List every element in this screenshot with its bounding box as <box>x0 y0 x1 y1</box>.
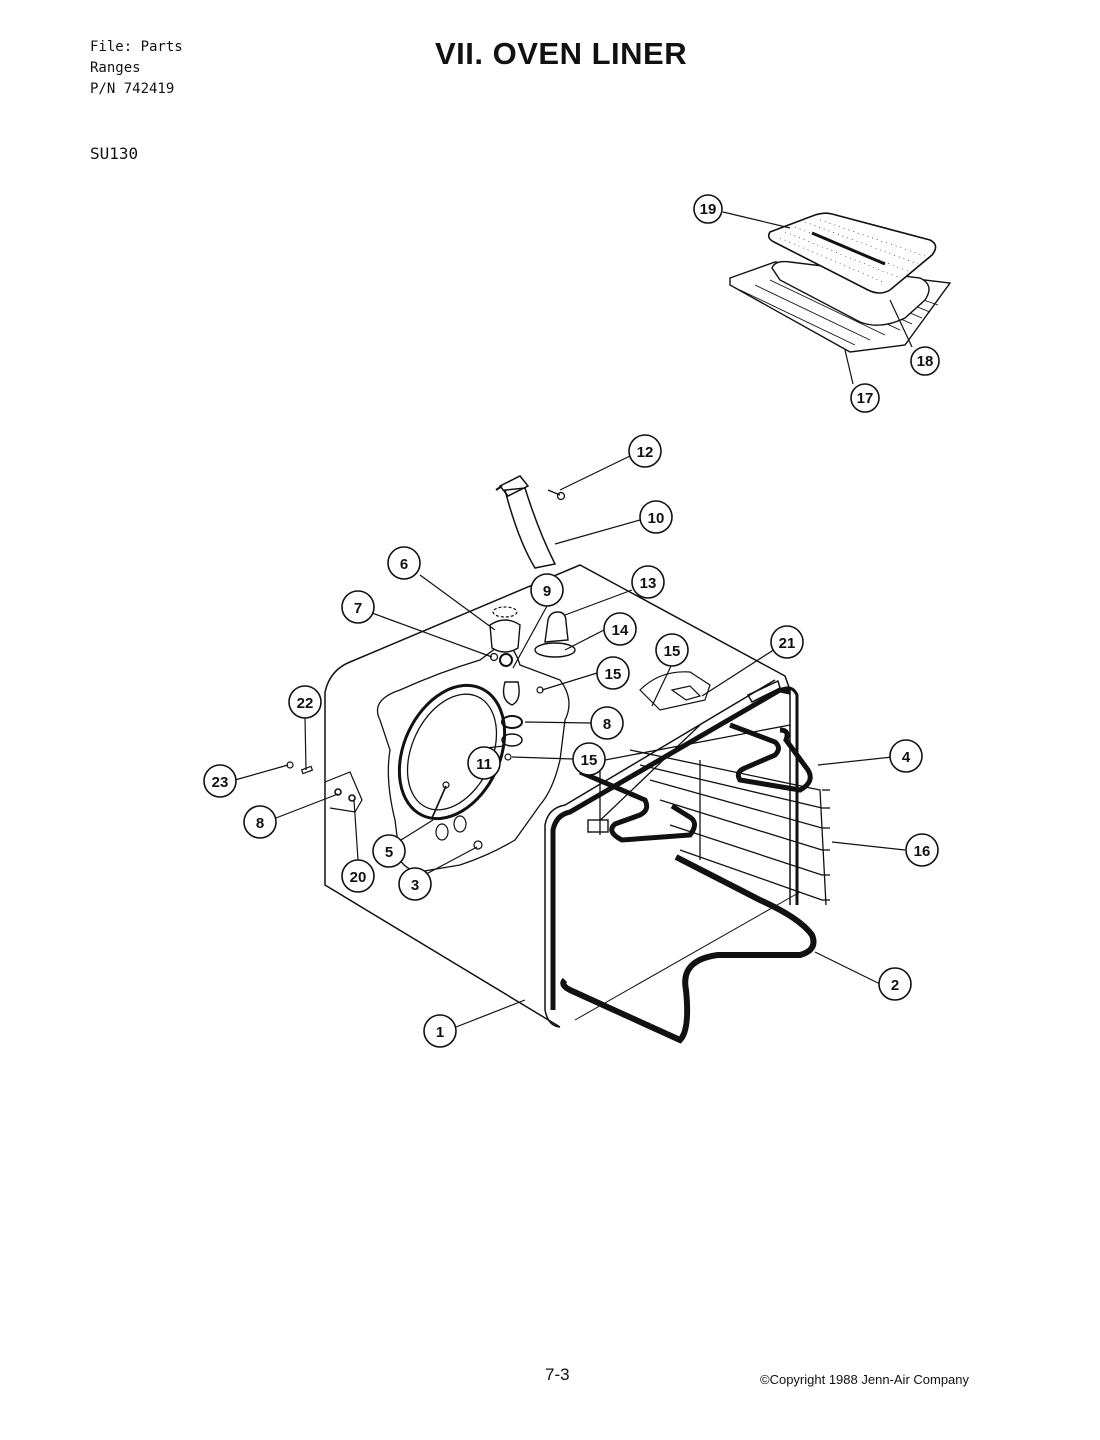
file-line: File: Parts <box>90 39 183 55</box>
svg-text:11: 11 <box>476 756 492 773</box>
callout-4: 4 <box>889 739 923 773</box>
callout-15-lower: 15 <box>572 742 606 776</box>
svg-text:8: 8 <box>256 815 264 832</box>
svg-text:15: 15 <box>581 752 598 769</box>
callout-18: 18 <box>910 346 940 376</box>
svg-text:15: 15 <box>664 643 681 660</box>
svg-text:12: 12 <box>637 444 654 461</box>
svg-text:22: 22 <box>297 695 314 712</box>
callout-8-center: 8 <box>590 706 624 740</box>
svg-text:19: 19 <box>700 201 717 218</box>
callout-14: 14 <box>603 612 637 646</box>
copyright-notice: ©Copyright 1988 Jenn-Air Company <box>760 1372 970 1387</box>
svg-text:2: 2 <box>891 977 899 994</box>
callout-1: 1 <box>423 1014 457 1048</box>
svg-text:3: 3 <box>411 877 419 894</box>
svg-text:6: 6 <box>400 556 408 573</box>
oven-liner-cavity <box>286 564 801 1028</box>
svg-text:8: 8 <box>603 716 611 733</box>
callout-17: 17 <box>850 383 880 413</box>
svg-text:21: 21 <box>779 635 796 652</box>
callout-20: 20 <box>341 859 375 893</box>
leader-lines <box>234 211 913 1028</box>
callout-12: 12 <box>628 434 662 468</box>
page-title: VII. OVEN LINER <box>435 36 688 71</box>
callout-19: 19 <box>693 194 723 224</box>
callout-23: 23 <box>203 764 237 798</box>
svg-text:10: 10 <box>648 510 665 527</box>
callout-15-upper: 15 <box>596 656 630 690</box>
svg-text:18: 18 <box>917 353 934 370</box>
svg-text:20: 20 <box>350 869 367 886</box>
callout-8-left: 8 <box>243 805 277 839</box>
callout-9: 9 <box>530 573 564 607</box>
callouts: 19 18 17 12 10 6 13 9 7 14 21 15 15 22 8… <box>203 194 940 1048</box>
svg-text:13: 13 <box>640 575 657 592</box>
page-number: 7-3 <box>545 1365 570 1384</box>
svg-text:4: 4 <box>902 749 911 766</box>
callout-3: 3 <box>398 867 432 901</box>
callout-10: 10 <box>639 500 673 534</box>
callout-16: 16 <box>905 833 939 867</box>
callout-2: 2 <box>878 967 912 1001</box>
model-number: SU130 <box>90 144 139 163</box>
callout-5: 5 <box>372 834 406 868</box>
svg-text:16: 16 <box>914 843 931 860</box>
file-info: File: Parts Ranges P/N 742419 <box>90 37 183 100</box>
broiler-pan-assembly <box>729 212 952 353</box>
part-number-line: P/N 742419 <box>90 81 175 97</box>
svg-text:5: 5 <box>385 844 393 861</box>
svg-text:14: 14 <box>612 622 629 639</box>
vent-and-light-fixtures <box>489 475 781 761</box>
callout-15-upper-right: 15 <box>655 633 689 667</box>
svg-text:23: 23 <box>212 774 229 791</box>
svg-text:17: 17 <box>857 390 874 407</box>
callout-6: 6 <box>387 546 421 580</box>
svg-text:9: 9 <box>543 583 551 600</box>
svg-text:7: 7 <box>354 600 362 617</box>
oven-rack <box>629 749 830 906</box>
bake-element <box>560 854 817 1044</box>
callout-21: 21 <box>770 625 804 659</box>
svg-text:1: 1 <box>436 1024 444 1041</box>
callout-22: 22 <box>288 685 322 719</box>
category-line: Ranges <box>90 60 141 76</box>
broil-element <box>579 722 813 843</box>
callout-11: 11 <box>467 746 501 780</box>
callout-13: 13 <box>631 565 665 599</box>
callout-7: 7 <box>341 590 375 624</box>
svg-text:15: 15 <box>605 666 622 683</box>
